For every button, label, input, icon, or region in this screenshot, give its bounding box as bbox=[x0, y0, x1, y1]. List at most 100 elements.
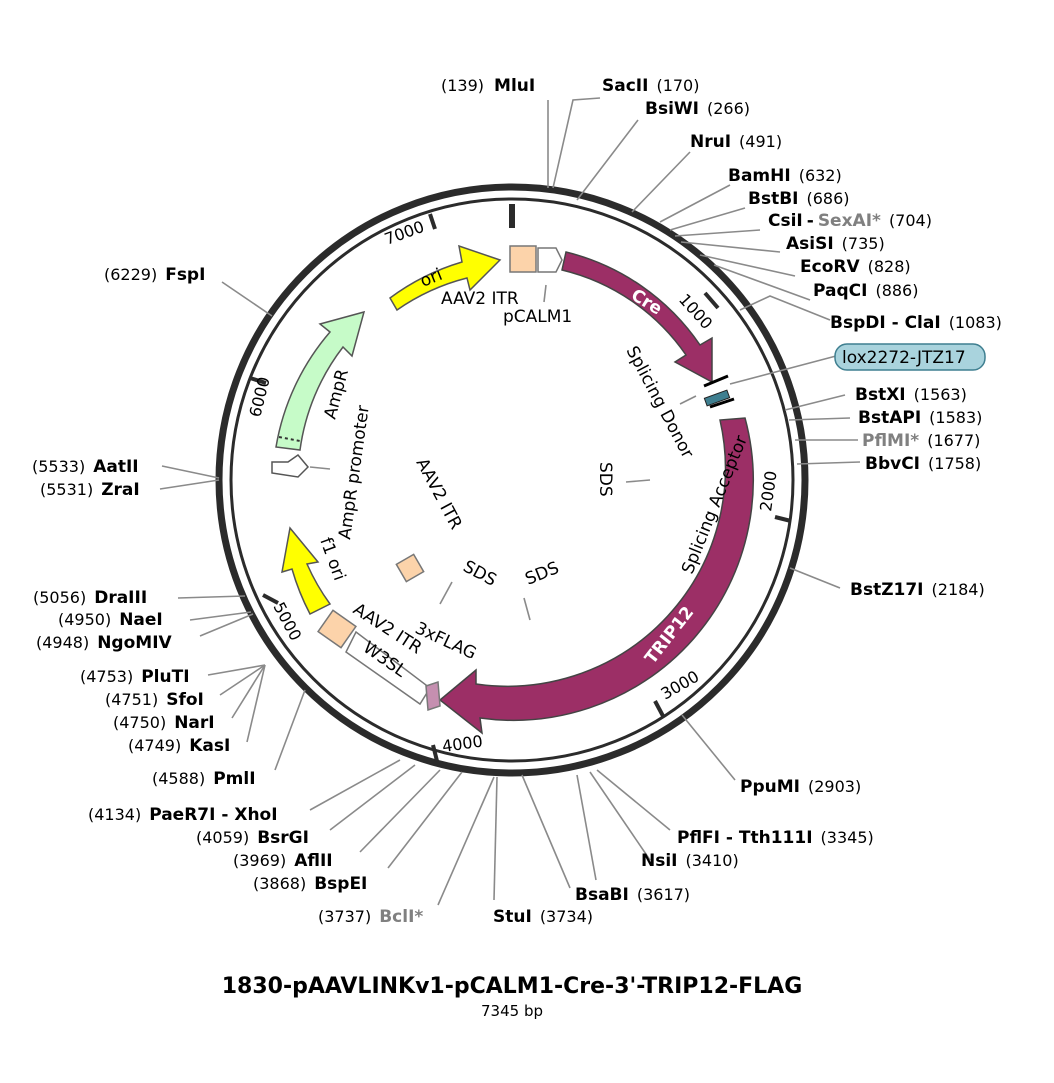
flag-box[interactable] bbox=[425, 680, 441, 712]
site-label-mlui[interactable]: (139)MluI bbox=[441, 76, 535, 96]
site-label-bspei[interactable]: (3868)BspEI bbox=[253, 874, 367, 894]
tick-mark bbox=[431, 744, 439, 762]
site-label-pluti[interactable]: (4753)PluTI bbox=[80, 667, 190, 687]
site-label-bstxi[interactable]: BstXI(1563) bbox=[855, 385, 967, 405]
site-label-ppumi[interactable]: PpuMI(2903) bbox=[740, 777, 861, 797]
site-leader bbox=[274, 689, 306, 771]
lox-badge[interactable]: lox2272-JTZ17 bbox=[729, 343, 986, 385]
site-label-kasi[interactable]: (4749)KasI bbox=[128, 736, 230, 756]
site-label-bamhi[interactable]: BamHI(632) bbox=[728, 166, 842, 186]
aav2-itr-top-label: AAV2 ITR bbox=[441, 289, 519, 309]
lox-site-tick bbox=[703, 374, 729, 388]
site-label-paqci[interactable]: PaqCI(886) bbox=[813, 281, 918, 301]
tick-label: 2000 bbox=[756, 470, 780, 513]
sds-leader bbox=[625, 479, 651, 483]
site-leader bbox=[437, 776, 495, 906]
site-leader bbox=[231, 664, 266, 719]
site-label-ecorv[interactable]: EcoRV(828) bbox=[800, 257, 911, 277]
site-leader bbox=[789, 567, 841, 589]
site-leader bbox=[521, 774, 571, 889]
site-label-bcli[interactable]: (3737)BclI* bbox=[318, 907, 423, 927]
sds-label-1: SDS bbox=[595, 462, 615, 497]
site-label-bstz17i[interactable]: BstZ17I(2184) bbox=[850, 580, 985, 600]
site-label-bsrgi[interactable]: (4059)BsrGI bbox=[196, 828, 309, 848]
ampr-promoter-arrow[interactable] bbox=[271, 453, 310, 478]
site-leaders bbox=[159, 97, 861, 906]
site-label-ngomiv[interactable]: (4948)NgoMIV bbox=[36, 633, 173, 653]
site-label-fspi[interactable]: (6229)FspI bbox=[104, 265, 205, 285]
tick-mark bbox=[428, 213, 437, 230]
site-leader bbox=[576, 119, 639, 201]
site-label-aatii[interactable]: (5533)AatII bbox=[32, 457, 139, 477]
site-label-bsiwi[interactable]: BsiWI(266) bbox=[645, 99, 750, 119]
site-label-nsii[interactable]: NsiI(3410) bbox=[641, 851, 739, 871]
site-label-pflfi-tth111i[interactable]: PflFI - Tth111I(3345) bbox=[677, 828, 874, 848]
pcalm1-leader bbox=[543, 284, 547, 303]
site-leader bbox=[221, 281, 273, 317]
site-leader bbox=[713, 264, 811, 301]
site-leader bbox=[161, 465, 220, 479]
ampr-promoter-leader bbox=[309, 466, 331, 470]
site-label-sacii[interactable]: SacII(170) bbox=[602, 76, 699, 96]
site-leader bbox=[219, 664, 266, 696]
map-length: 7345 bp bbox=[481, 1002, 543, 1020]
site-leader bbox=[576, 774, 597, 881]
site-label-draiii[interactable]: (5056)DraIII bbox=[33, 588, 147, 608]
flag-label: 3xFLAG bbox=[412, 618, 479, 664]
aav2-itr-box-middle[interactable] bbox=[395, 553, 425, 583]
site-label-pmli[interactable]: (4588)PmlI bbox=[152, 769, 256, 789]
lox-site-marker[interactable] bbox=[703, 389, 731, 407]
site-leader bbox=[177, 595, 246, 599]
w3sl-box[interactable] bbox=[345, 630, 431, 706]
site-label-sfoi[interactable]: (4751)SfoI bbox=[105, 690, 204, 710]
lox-leader bbox=[729, 355, 837, 385]
f1-ori-feature-arrow[interactable] bbox=[281, 526, 332, 615]
aav2-itr-box-bottom[interactable] bbox=[317, 609, 357, 649]
site-leader bbox=[552, 97, 601, 189]
tick-label: 3000 bbox=[658, 667, 703, 704]
tick-mark bbox=[703, 291, 720, 310]
site-leader bbox=[329, 764, 416, 831]
site-label-nrui[interactable]: NruI(491) bbox=[690, 132, 782, 152]
site-leader bbox=[589, 771, 651, 861]
site-label-bstapi[interactable]: BstAPI(1583) bbox=[858, 408, 982, 428]
site-leader bbox=[784, 394, 846, 411]
site-leader bbox=[359, 769, 441, 853]
site-label-bbvci[interactable]: BbvCI(1758) bbox=[865, 454, 981, 474]
site-leader bbox=[493, 776, 498, 901]
sds-label-2: SDS bbox=[460, 557, 500, 591]
site-label-bsabi[interactable]: BsaBI(3617) bbox=[575, 885, 690, 905]
features: Cre TRIP12 ori AmpR AmpR promoter f1 ori… bbox=[271, 244, 754, 735]
site-label-bstbi[interactable]: BstBI(686) bbox=[748, 189, 850, 209]
tick-label: 4000 bbox=[441, 731, 484, 755]
site-label-stui[interactable]: StuI(3734) bbox=[493, 907, 593, 927]
ori-feature-arrow[interactable] bbox=[389, 244, 502, 312]
pcalm1-arrow[interactable] bbox=[537, 247, 563, 273]
site-leader bbox=[309, 759, 401, 811]
site-label-csii-sexai[interactable]: CsiI-SexAI*(704) bbox=[768, 211, 932, 231]
site-label-nari[interactable]: (4750)NarI bbox=[113, 713, 215, 733]
site-label-paer7i-xhoi[interactable]: (4134)PaeR7I - XhoI bbox=[88, 805, 278, 825]
aav2-itr-box-top[interactable] bbox=[509, 245, 537, 273]
trip12-feature-arrow[interactable] bbox=[438, 417, 754, 735]
site-label-pflmi[interactable]: PflMI*(1677) bbox=[862, 431, 980, 451]
site-label-asisi[interactable]: AsiSI(735) bbox=[786, 234, 885, 254]
site-leader bbox=[669, 207, 746, 231]
site-leader bbox=[159, 479, 220, 490]
splicing-leader bbox=[679, 395, 697, 405]
sds-leader bbox=[439, 581, 453, 605]
site-label-naei[interactable]: (4950)NaeI bbox=[58, 610, 163, 630]
ampr-feature-arrow[interactable] bbox=[275, 310, 366, 451]
site-leader bbox=[699, 254, 796, 277]
sds-leader bbox=[523, 597, 531, 621]
aav2-itr-middle-label: AAV2 ITR bbox=[412, 455, 466, 533]
tick-mark bbox=[653, 700, 665, 717]
ampr-promoter-label: AmpR promoter bbox=[335, 404, 374, 541]
tick-mark bbox=[249, 376, 267, 385]
site-label-aflii[interactable]: (3969)AflII bbox=[233, 851, 333, 871]
site-leader bbox=[674, 229, 761, 237]
site-labels: (139)MluI SacII(170) BsiWI(266) NruI(491… bbox=[32, 76, 1002, 927]
site-label-bspdi-clai[interactable]: BspDI - ClaI(1083) bbox=[830, 313, 1002, 333]
site-label-zrai[interactable]: (5531)ZraI bbox=[40, 480, 140, 500]
